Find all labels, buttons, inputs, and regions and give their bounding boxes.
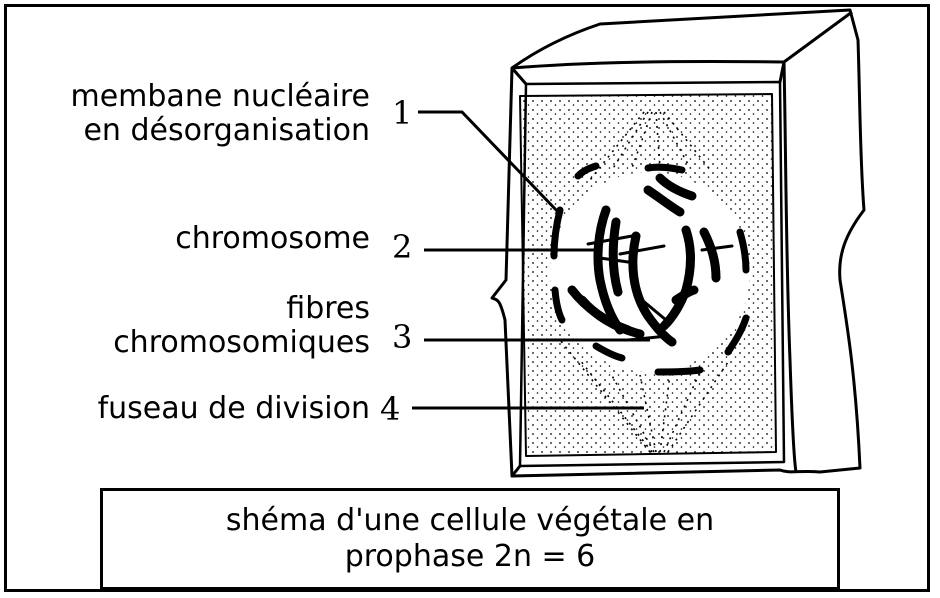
label-membrane-line1: membane nucléaire: [70, 80, 370, 114]
caption-line2: prophase 2n = 6: [345, 539, 596, 575]
number-3: 3: [392, 320, 412, 354]
label-fuseau: fuseau de division: [98, 392, 370, 426]
number-4: 4: [380, 392, 400, 426]
label-chromosome: chromosome: [175, 222, 370, 256]
number-1: 1: [392, 96, 412, 130]
label-membrane-line2: en désorganisation: [83, 114, 370, 148]
number-2: 2: [392, 230, 412, 264]
caption-box: shéma d'une cellule végétale en prophase…: [100, 488, 840, 590]
caption-line1: shéma d'une cellule végétale en: [226, 503, 714, 539]
label-fibres-line1: fibres: [286, 292, 370, 326]
label-fibres-line2: chromosomiques: [113, 326, 370, 360]
